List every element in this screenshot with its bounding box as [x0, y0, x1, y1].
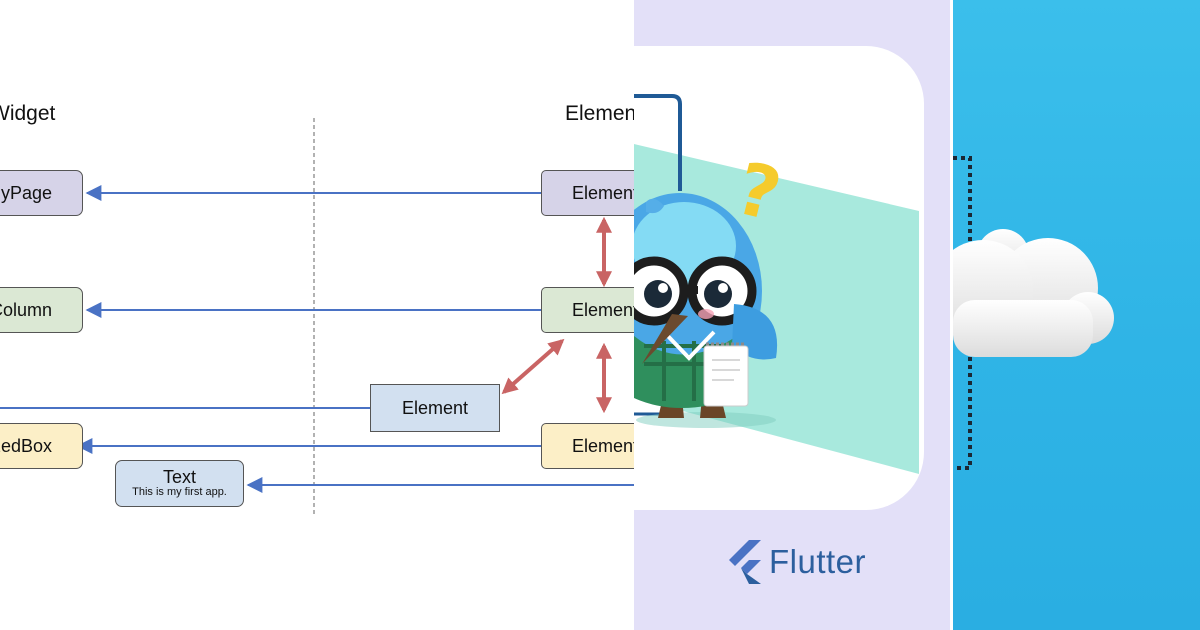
flutter-logo-icon [729, 540, 761, 584]
element-column-header: Element [565, 102, 634, 125]
widget-node-sizedbox: SizedBox [0, 423, 83, 469]
dash-illustration: ? [634, 94, 919, 474]
widget-column-header: Widget [0, 102, 56, 125]
widget-node-text-subtitle: This is my first app. [132, 486, 227, 499]
element-node-mypage-label: Element [572, 182, 634, 203]
element-node-column: Element [541, 287, 634, 333]
widget-node-sizedbox-label: SizedBox [0, 435, 52, 456]
widget-node-mypage: MyPage [0, 170, 83, 216]
cloud-thumbnail [953, 0, 1200, 630]
flutter-wordmark: Flutter [769, 543, 867, 580]
widget-node-text-title: Text [162, 467, 196, 488]
cloud-scene [953, 156, 1114, 470]
widget-node-mypage-label: MyPage [0, 182, 52, 203]
diagram-connectors [0, 118, 634, 515]
panel-divider [950, 0, 953, 630]
element-node-text: Element [370, 384, 500, 432]
widget-node-text: Text This is my first app. [115, 460, 244, 507]
dash-mascot [634, 193, 778, 428]
element-node-mypage: Element [541, 170, 634, 216]
red-arrow-column-text [501, 338, 565, 395]
element-node-column-label: Element [572, 299, 634, 320]
element-node-text-label: Element [401, 397, 469, 418]
widget-element-diagram: Widget Element MyPage Column SizedBox Te… [0, 102, 634, 515]
flutter-logo: Flutter [727, 540, 866, 584]
widget-node-column: Column [0, 287, 83, 333]
element-node-sizedbox-label: Element [572, 435, 634, 456]
flutter-illustration-card: ? [634, 46, 924, 510]
flutter-thumbnail: ? Flutter [634, 0, 950, 630]
blue-connector-line [634, 94, 682, 191]
widget-node-column-label: Column [0, 299, 52, 320]
element-node-sizedbox: Element [541, 423, 634, 469]
cloud-icon [953, 229, 1114, 357]
